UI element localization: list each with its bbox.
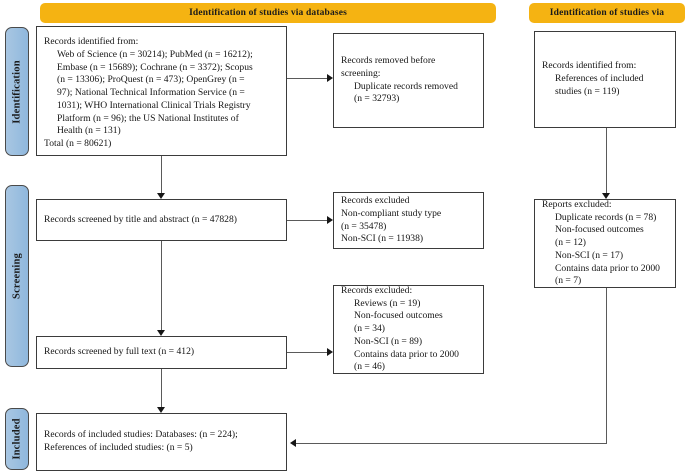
excluded-ft-line-6: Contains data prior to 2000 (354, 348, 459, 360)
rail-screening-label: Screening (11, 253, 23, 299)
arrowhead-reports-excluded-to-included (290, 439, 296, 447)
banner-identification-other: Identification of studies via (529, 3, 685, 23)
excluded-ft-line-1: Records excluded: (341, 285, 413, 296)
connector-identified-to-removed (287, 78, 327, 79)
reports-excluded-line-6: Contains data prior to 2000 (555, 262, 660, 274)
connector-reports-excluded-to-included-horizontal (296, 443, 607, 444)
arrowhead-identified-to-screened (157, 193, 165, 199)
excluded-ft-line-5: Non-SCI (n = 89) (354, 335, 423, 347)
records-identified-other-box: Records identified from: References of i… (534, 31, 676, 128)
arrowhead-screened-to-excluded-ta (327, 216, 333, 224)
included-line-1: Records of included studies: Databases: … (44, 429, 238, 441)
identified-databases-line-1: Records identified from: (44, 36, 139, 47)
excluded-ta-line-3: (n = 35478) (341, 220, 387, 232)
banner-identification-databases: Identification of studies via databases (40, 3, 496, 23)
arrowhead-screened-to-full-text (157, 330, 165, 336)
reports-excluded-line-7: (n = 7) (555, 275, 582, 287)
rail-identification-label: Identification (11, 59, 23, 124)
identified-other-line-1: Records identified from: (542, 60, 637, 72)
included-line-2: References of included studies: (n = 5) (44, 442, 193, 453)
arrowhead-full-text-to-excluded-ft (327, 348, 333, 356)
identified-databases-total: Total (n = 80621) (44, 138, 112, 149)
rail-screening: Screening (5, 185, 29, 367)
identified-other-line-3: studies (n = 119) (555, 85, 620, 97)
connector-screened-to-excluded-ta (287, 220, 327, 221)
excluded-ft-line-3: Non-focused outcomes (354, 310, 443, 322)
records-excluded-full-text-box: Records excluded: Reviews (n = 19) Non-f… (333, 285, 484, 374)
removed-line-3: Duplicate records removed (354, 80, 458, 92)
removed-line-4: (n = 32793) (354, 93, 400, 105)
rail-identification: Identification (5, 27, 29, 156)
reports-excluded-other-box: Reports excluded: Duplicate records (n =… (534, 199, 676, 288)
records-screened-title-abstract-box: Records screened by title and abstract (… (36, 199, 287, 241)
excluded-ta-line-2: Non-compliant study type (341, 207, 442, 219)
connector-screened-to-full-text (161, 241, 162, 330)
connector-reports-excluded-to-included-vertical (606, 288, 607, 443)
screened-title-abstract-text: Records screened by title and abstract (… (44, 213, 237, 225)
identified-databases-line-3: Embase (n = 15689); Cochrane (n = 3372);… (57, 61, 253, 73)
identified-other-line-2: References of included (555, 73, 644, 85)
arrowhead-identified-other-to-reports-excluded (602, 193, 610, 199)
records-of-included-studies-box: Records of included studies: Databases: … (36, 413, 287, 471)
identified-databases-line-8: Health (n = 131) (57, 125, 121, 137)
records-screened-full-text-box: Records screened by full text (n = 412) (36, 336, 287, 369)
banner-other-label: Identification of studies via (549, 7, 665, 18)
connector-identified-to-screened (161, 156, 162, 193)
records-identified-databases-box: Records identified from: Web of Science … (36, 26, 287, 156)
reports-excluded-line-5: Non-SCI (n = 17) (555, 249, 624, 261)
excluded-ft-line-4: (n = 34) (354, 323, 385, 335)
excluded-ta-line-4: Non-SCI (n = 11938) (341, 233, 424, 245)
banner-databases-label: Identification of studies via databases (189, 7, 347, 18)
identified-databases-line-2: Web of Science (n = 30214); PubMed (n = … (57, 48, 253, 60)
reports-excluded-line-1: Reports excluded: (542, 199, 612, 210)
connector-identified-other-to-reports-excluded (606, 128, 607, 193)
screened-full-text-text: Records screened by full text (n = 412) (44, 346, 195, 358)
connector-full-text-to-excluded-ft (287, 352, 327, 353)
removed-line-2: screening: (341, 67, 381, 79)
connector-full-text-to-included (161, 369, 162, 407)
records-excluded-title-abstract-box: Records excluded Non-compliant study typ… (333, 192, 484, 249)
identified-databases-line-4: (n = 13306); ProQuest (n = 473); OpenGre… (57, 74, 245, 86)
excluded-ft-line-7: (n = 46) (354, 361, 385, 373)
reports-excluded-line-3: Non-focused outcomes (555, 224, 644, 236)
reports-excluded-line-4: (n = 12) (555, 237, 586, 249)
removed-line-1: Records removed before (341, 55, 436, 66)
arrowhead-full-text-to-included (157, 407, 165, 413)
identified-databases-line-5: 97); National Technical Information Serv… (57, 87, 245, 98)
reports-excluded-line-2: Duplicate records (n = 78) (555, 211, 657, 223)
identified-databases-line-6: 1031); WHO International Clinical Trials… (57, 99, 251, 111)
records-removed-before-screening-box: Records removed before screening: Duplic… (333, 33, 484, 128)
excluded-ta-line-1: Records excluded (341, 195, 410, 206)
arrowhead-identified-to-removed (327, 74, 333, 82)
rail-included: Included (5, 408, 29, 470)
excluded-ft-line-2: Reviews (n = 19) (354, 297, 421, 309)
identified-databases-line-7: Platform (n = 96); the US National Insti… (57, 112, 239, 124)
rail-included-label: Included (11, 418, 23, 460)
